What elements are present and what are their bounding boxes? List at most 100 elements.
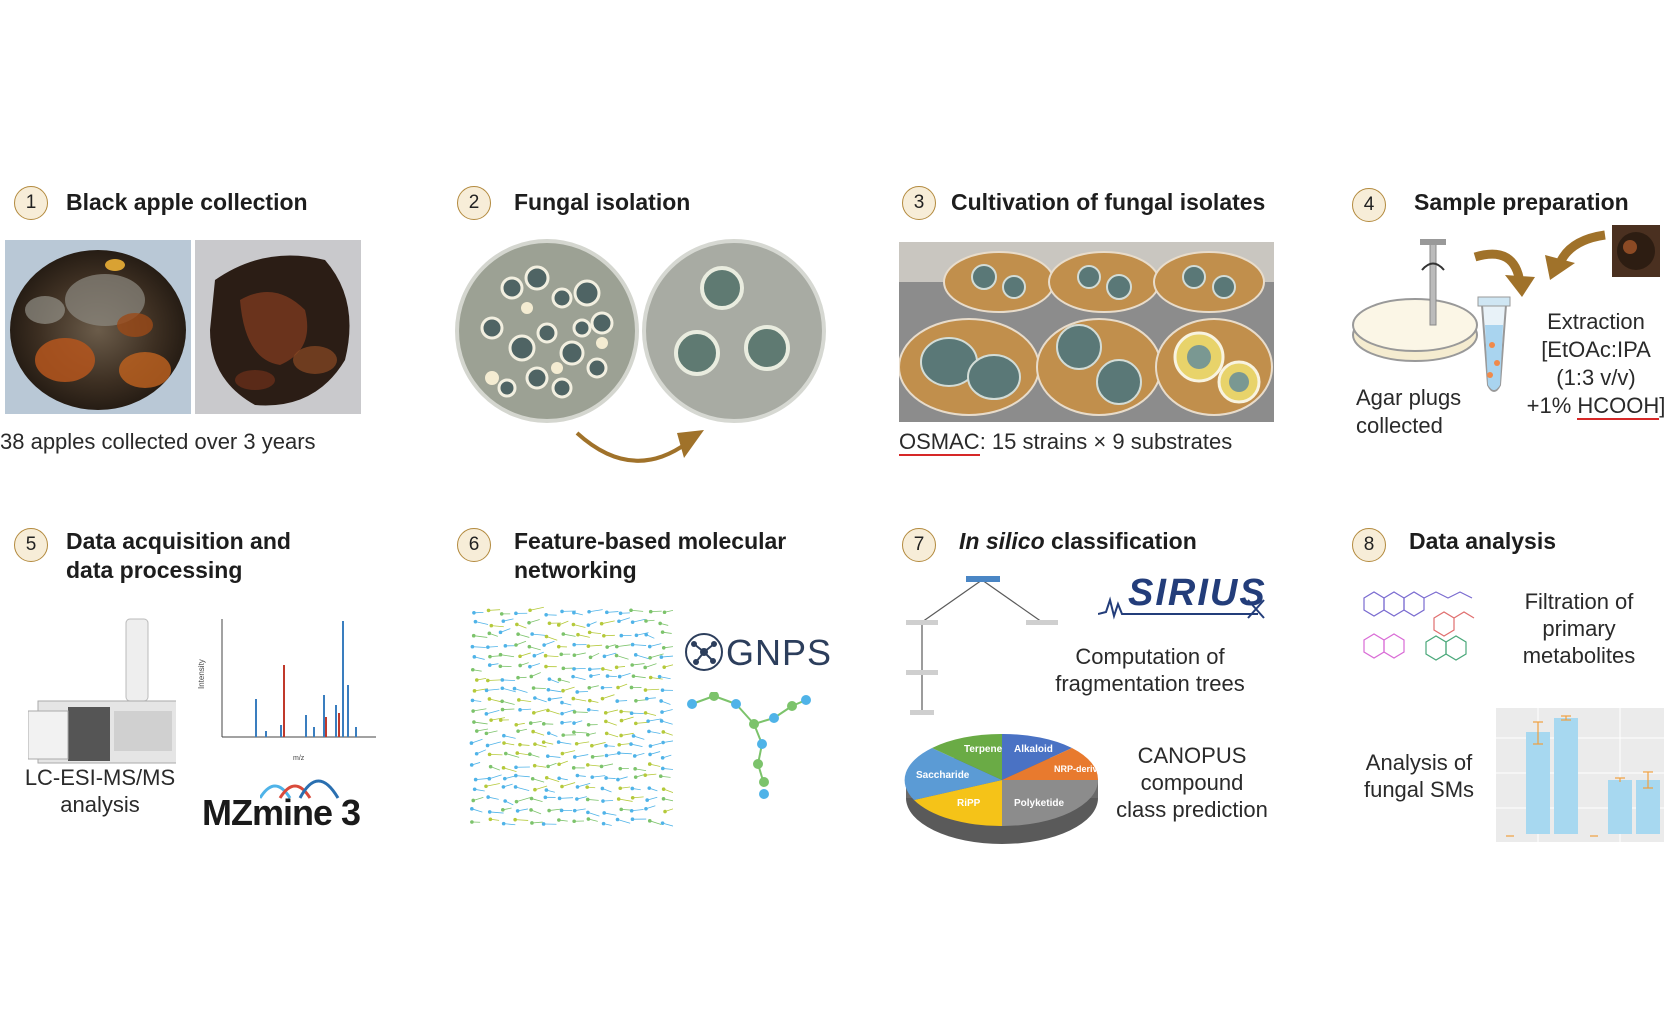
network-node xyxy=(472,611,476,615)
network-node xyxy=(487,752,492,757)
network-edge xyxy=(604,812,617,816)
network-edge xyxy=(649,820,662,825)
network-node xyxy=(599,621,604,626)
network-node xyxy=(619,633,624,638)
network-node xyxy=(573,755,577,759)
network-node xyxy=(590,775,595,779)
network-edge xyxy=(473,635,488,638)
network-edge xyxy=(534,697,547,703)
network-edge xyxy=(500,654,515,658)
network-edge xyxy=(485,783,500,787)
network-edge xyxy=(519,708,532,711)
network-node xyxy=(632,754,637,758)
network-node xyxy=(472,689,477,693)
network-node xyxy=(487,663,492,667)
network-node xyxy=(576,632,580,637)
step-5-title-line-2: data processing xyxy=(66,557,243,583)
network-node xyxy=(634,721,638,726)
network-edge xyxy=(531,798,543,802)
network-node xyxy=(472,787,477,792)
network-node xyxy=(603,711,608,715)
network-edge xyxy=(573,698,587,702)
network-edge xyxy=(574,652,586,656)
network-node xyxy=(616,797,621,801)
network-node xyxy=(542,643,546,647)
network-node xyxy=(599,764,604,769)
network-node xyxy=(587,685,592,690)
step-1-number: 1 xyxy=(14,186,48,220)
network-edge xyxy=(661,720,673,725)
network-node xyxy=(559,808,564,813)
network-node xyxy=(631,734,636,738)
network-node xyxy=(660,821,665,825)
network-node xyxy=(618,766,623,771)
network-node xyxy=(472,720,476,724)
network-edge xyxy=(529,646,541,651)
network-node xyxy=(605,610,609,615)
network-edge xyxy=(661,655,673,658)
network-node xyxy=(560,720,564,725)
network-node xyxy=(502,776,507,781)
network-node xyxy=(634,633,639,638)
network-edge xyxy=(633,675,646,679)
network-node xyxy=(529,796,534,801)
network-edge xyxy=(486,710,500,715)
network-node xyxy=(659,699,663,703)
network-node xyxy=(487,631,492,636)
network-node xyxy=(604,731,609,736)
network-node xyxy=(530,821,534,825)
network-node xyxy=(575,797,579,801)
network-node xyxy=(518,708,522,712)
step-3-title: Cultivation of fungal isolates xyxy=(951,189,1266,215)
network-edge xyxy=(576,741,590,745)
network-node xyxy=(618,786,623,791)
network-edge xyxy=(519,652,531,657)
network-node xyxy=(515,751,520,755)
gnps-logo: GNPS xyxy=(684,630,831,674)
network-node xyxy=(471,798,476,803)
network-node xyxy=(527,620,531,625)
network-node xyxy=(643,711,648,715)
network-edge xyxy=(604,652,617,657)
network-node xyxy=(513,817,517,822)
network-edge xyxy=(514,688,528,693)
network-node xyxy=(572,610,576,615)
network-node xyxy=(531,729,535,734)
network-node xyxy=(514,765,518,770)
network-node xyxy=(557,776,561,781)
network-node xyxy=(500,699,504,704)
network-edge xyxy=(573,624,586,628)
network-node xyxy=(634,698,638,703)
bar-chart-thumbnail xyxy=(1496,708,1664,842)
network-node xyxy=(528,608,532,613)
network-edge xyxy=(546,636,558,641)
network-node xyxy=(616,777,620,782)
gnps-logo-icon xyxy=(685,633,723,671)
network-node xyxy=(557,796,562,801)
network-node xyxy=(487,776,492,781)
network-node xyxy=(588,698,592,703)
network-node xyxy=(600,696,605,701)
network-node xyxy=(602,811,606,815)
network-node xyxy=(643,688,648,692)
network-node xyxy=(543,653,548,658)
network-node xyxy=(571,696,576,701)
network-node xyxy=(601,667,605,671)
network-node xyxy=(586,707,591,712)
network-node xyxy=(644,619,648,623)
network-node xyxy=(659,655,664,659)
network-node xyxy=(533,787,537,792)
network-node xyxy=(516,675,520,680)
network-node xyxy=(600,685,605,690)
network-node xyxy=(615,644,619,649)
step-7-caption-fragmentation: Computation of fragmentation trees xyxy=(1040,643,1260,697)
network-node xyxy=(484,731,489,736)
network-node xyxy=(498,652,503,657)
network-edge xyxy=(621,716,634,721)
network-node xyxy=(530,776,535,781)
network-node xyxy=(547,621,552,626)
fragmentation-tree-illustration xyxy=(906,576,1058,715)
network-edge xyxy=(547,709,560,715)
network-node xyxy=(561,733,566,737)
network-node xyxy=(474,751,479,756)
